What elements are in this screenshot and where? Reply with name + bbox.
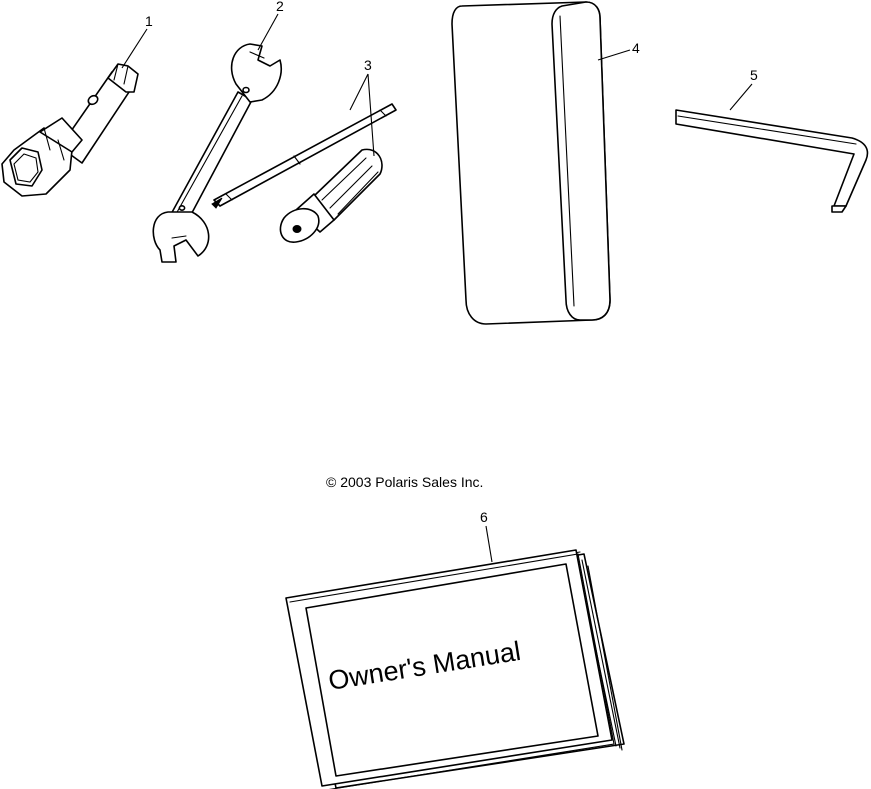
screwdriver-set: 3 [211,57,397,243]
spark-plug-wrench: 1 [1,13,153,197]
tool-pouch: 4 [451,1,640,325]
hex-key: 5 [675,67,869,213]
callout-3: 3 [364,57,372,73]
callout-1: 1 [145,13,153,29]
callout-6: 6 [480,509,488,525]
callout-4: 4 [632,40,640,56]
callout-2: 2 [276,0,284,14]
copyright-notice: © 2003 Polaris Sales Inc. [326,474,483,490]
callout-5: 5 [750,67,758,83]
owners-manual: Owner's Manual 6 [285,509,625,789]
open-end-wrench: 2 [152,0,284,263]
